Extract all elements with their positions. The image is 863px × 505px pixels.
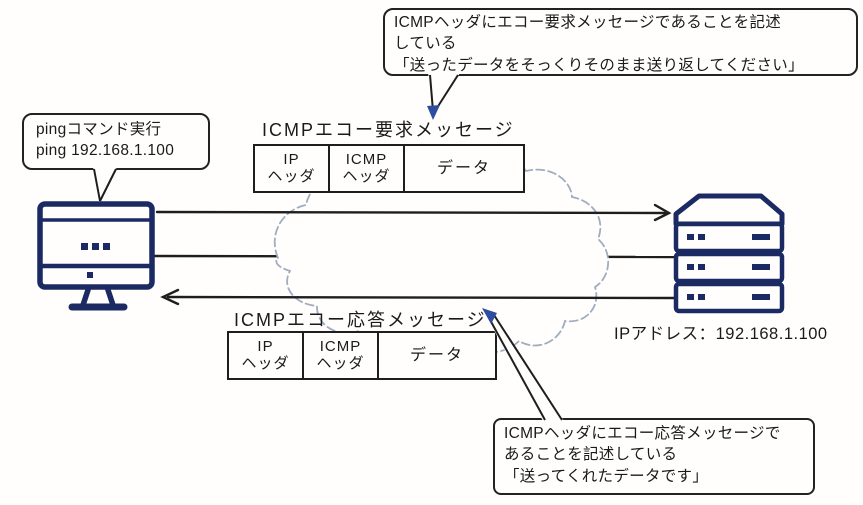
callout-text-line: ping 192.168.1.100 (36, 142, 175, 160)
packet-field-text: ヘッダ (267, 167, 316, 185)
packet-field-ip-header: IP ヘッダ (229, 333, 304, 378)
callout-text-line: ICMPヘッダにエコー要求メッセージであることを記述 (394, 14, 782, 31)
echo-request-packet: IP ヘッダ ICMP ヘッダ データ (253, 144, 525, 193)
callout-text-line: あることを記述している (504, 446, 678, 464)
screen-dots (81, 243, 110, 278)
callout-echo-reply-note: ICMPヘッダにエコー応答メッセージで あることを記述している 「送ってくれたデ… (493, 418, 815, 495)
server-lights (687, 234, 770, 300)
computer-icon (37, 201, 155, 311)
echo-reply-packet: IP ヘッダ ICMP ヘッダ データ (227, 331, 497, 380)
echo-reply-label: ICMPエコー応答メッセージ (234, 310, 487, 330)
packet-field-text: データ (409, 346, 464, 364)
echo-request-arrow (155, 203, 672, 222)
packet-field-icmp-header: ICMP ヘッダ (330, 146, 405, 191)
callout-text-line: している (394, 35, 457, 53)
packet-field-text: IP (283, 151, 300, 169)
packet-field-data: データ (379, 333, 495, 378)
callout-text-line: 「送ったデータをそっくりそのまま送り返してください」 (394, 56, 804, 74)
packet-field-text: データ (436, 159, 491, 177)
packet-field-text: ヘッダ (316, 354, 365, 372)
packet-field-text: ICMP (345, 151, 388, 169)
packet-field-data: データ (405, 146, 523, 191)
callout-text-line: ICMPヘッダにエコー応答メッセージで (504, 425, 781, 442)
packet-field-text: ヘッダ (342, 167, 391, 185)
packet-field-text: ヘッダ (241, 354, 290, 372)
echo-request-label: ICMPエコー要求メッセージ (262, 120, 515, 140)
server-ip-label: IPアドレス：192.168.1.100 (614, 325, 828, 343)
packet-field-icmp-header: ICMP ヘッダ (304, 333, 379, 378)
callout-text-line: pingコマンド実行 (36, 121, 162, 138)
server-icon (673, 193, 785, 314)
callout-text-line: 「送ってくれたデータです」 (504, 467, 709, 485)
packet-field-ip-header: IP ヘッダ (255, 146, 330, 191)
packet-field-text: ICMP (319, 338, 362, 356)
callout-ping-command: pingコマンド実行 ping 192.168.1.100 (22, 113, 210, 170)
callout-echo-request-note: ICMPヘッダにエコー要求メッセージであることを記述 している 「送ったデータを… (383, 8, 858, 76)
packet-field-text: IP (257, 338, 274, 356)
echo-reply-arrow (160, 288, 676, 306)
